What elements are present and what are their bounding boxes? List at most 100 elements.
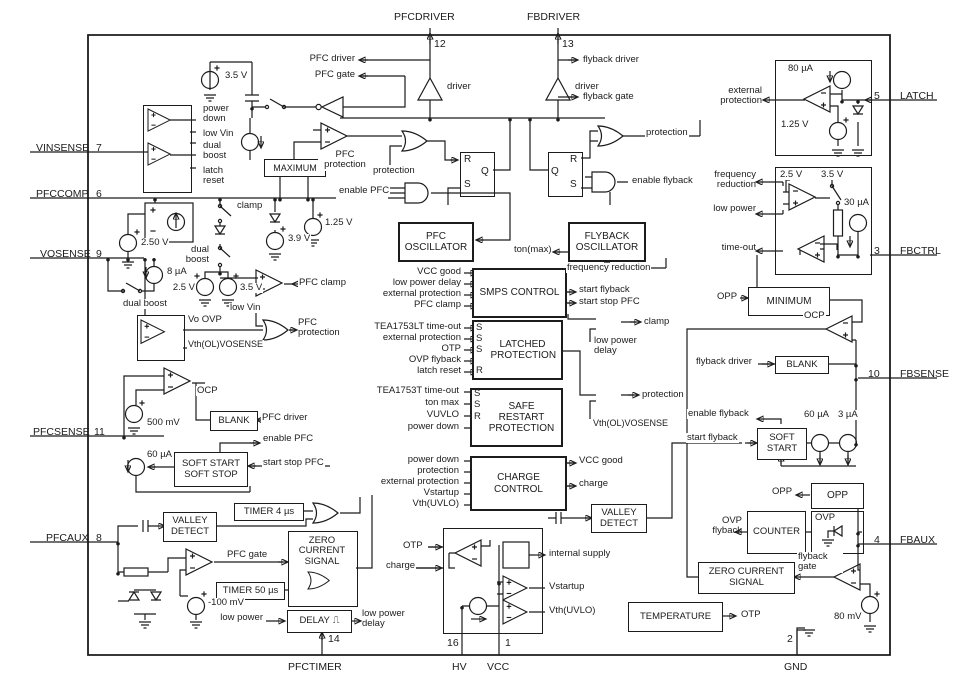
voltage-source-icon [195,277,215,297]
regulator-box [502,541,530,569]
ff-r: R [570,154,578,165]
inverter-bubble [315,103,322,111]
low-vin-label: low Vin [203,128,234,139]
current-3ua-label: 3 µA [837,409,859,421]
protection-label: protection [372,165,416,177]
pin-latch-num: 5 [874,90,880,102]
voltage-source-icon [265,231,285,251]
ground-icon [138,621,152,629]
pin-vcc-num: 1 [504,637,512,650]
wire [281,104,287,110]
pfc-gate-label: PFC gate [314,69,355,80]
wire [120,288,126,294]
latched-s3: S [476,344,483,355]
pfc-clamp-label: PFC clamp [298,277,347,289]
pin-latch: LATCH [900,90,934,102]
otp-label: OTP [740,609,762,621]
vth-uvlo-label: Vth(UVLO) [412,498,459,509]
time-out-label: time-out [721,242,756,253]
frequency-reduction-label: frequency reduction [566,262,652,274]
flyback-driver-label: flyback driver [583,54,639,65]
start-flyback-label: start flyback [686,432,739,444]
valley-detect-flyback-block: VALLEY DETECT [591,504,647,533]
safe-r: R [474,411,481,422]
low-power-delay-label: low power delay [362,608,405,630]
pin-fbaux-num: 4 [874,534,880,546]
voltage-source-icon [118,233,138,253]
wires-latch [830,90,870,146]
blank-pfc-block: BLANK [210,411,258,431]
diode-icon [128,591,140,601]
start-stop-pfc-label: start stop PFC [262,457,325,469]
diode-icon [214,225,226,235]
pfc-protection-label: PFC protection [318,149,372,171]
symbol-icon [193,272,201,280]
power-down-label: power down [407,421,459,432]
enable-pfc-label: enable PFC [338,185,391,197]
maximum-block: MAXIMUM [264,159,326,177]
pin-pfcaux-num: 8 [96,532,102,544]
pin-vinsense: VINSENSE [36,142,90,154]
pin-fbaux: FBAUX [900,534,936,546]
wire [217,203,223,209]
ground-icon [851,149,865,157]
temperature-block: TEMPERATURE [628,602,723,632]
driver-triangle-fb [544,76,572,101]
pfc-oscillator-block: PFC OSCILLATOR [398,222,474,262]
external-protection-label: external protection [720,85,762,107]
comparator-icon [163,367,191,395]
valley-detect-pfc-block: VALLEY DETECT [163,512,217,542]
vth-ol-vosense-label: Vth(OL)VOSENSE [187,339,265,350]
or-gate-icon [312,502,339,524]
voltage-source-icon [828,121,848,141]
pin-fbdriver: FBDRIVER [527,11,581,23]
delay-block: DELAY⎍ [287,610,352,633]
charge-label: charge [578,478,610,490]
ovp-flyback-label: OVP flyback [712,515,742,537]
current-source-icon [832,70,852,90]
protection-label: protection [417,465,459,476]
latch-reset-label: latch reset [417,365,461,376]
pin-vinsense-num: 7 [96,142,102,154]
external-protection-label: external protection [382,332,461,343]
pin-pfcsense-num: 11 [94,426,105,438]
flyback-driver-label: flyback driver [695,356,753,368]
resistor-icon [832,209,844,237]
voltage-2v5-label: 2.5 V [779,169,804,181]
current-80ua-label: 80 µA [787,63,815,75]
external-protection-label: external protection [380,476,459,487]
vth-uvlo-label: Vth(UVLO) [548,605,597,617]
flyback-oscillator-block: FLYBACK OSCILLATOR [568,222,646,262]
enable-pfc-label: enable PFC [262,433,315,445]
latched-r: R [476,365,483,376]
wire [758,419,782,424]
comparator-icon [454,539,482,567]
vstartup-label: Vstartup [423,487,459,498]
or-gate-icon [597,125,624,147]
charge-control-block: CHARGE CONTROL [470,456,567,511]
wire [217,245,223,251]
mv-500-label: 500 mV [146,417,181,429]
voltage-3v5-label: 3.5 V [820,169,845,181]
and-gate-icon [591,171,616,193]
current-source-icon [126,457,146,477]
ton-max-label: ton max [425,397,459,408]
vcc-good-label: VCC good [417,266,461,277]
ff-s: S [464,179,471,190]
pin-vcc: VCC [487,661,510,673]
switch-dualboost2 [219,247,231,258]
clamp-label: clamp [236,200,264,212]
otp-label: OTP [402,540,424,552]
current-source-icon [240,132,260,152]
switch-dualboost [125,282,141,292]
voltage-source-icon [218,277,238,297]
voltage-source-icon [860,595,880,615]
low-power-delay-label: low power delay [593,335,657,357]
ground-icon [863,625,877,633]
symbol-icon [200,590,208,598]
switch-fbctrl [831,185,842,201]
current-60ua-label: 60 µA [803,409,831,421]
voltage-2v5-label: 2.5 V [168,282,196,294]
tea1753t-timeout-label: TEA1753T time-out [376,385,459,396]
latched-s1: S [476,322,483,333]
